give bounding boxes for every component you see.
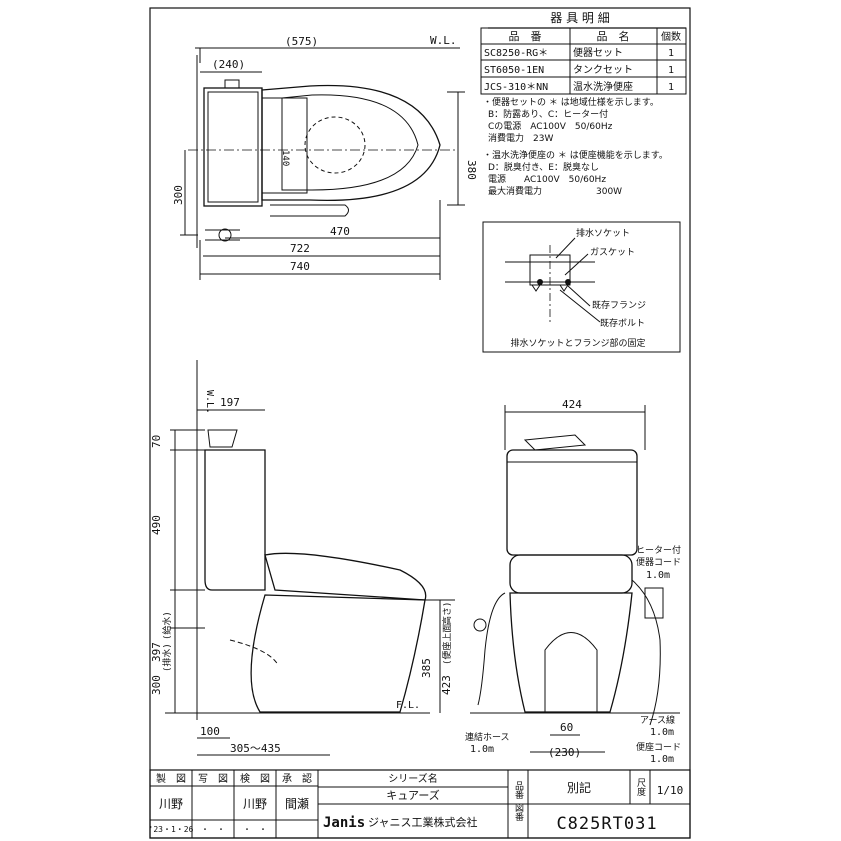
tb-date-blank: ・ ・ bbox=[243, 825, 267, 834]
dim-397: 397 bbox=[150, 642, 163, 662]
parts-header-name: 品 名 bbox=[597, 29, 630, 43]
parts-row-name: タンクセット bbox=[573, 64, 633, 76]
dim-300: 300 bbox=[172, 185, 185, 205]
parts-row-name: 便器セット bbox=[573, 46, 623, 59]
parts-row-code: JCS-310＊NN bbox=[484, 82, 548, 93]
tb-scale-value: 1/10 bbox=[657, 784, 684, 797]
tb-header-check: 検 図 bbox=[240, 772, 270, 785]
note-line: ・温水洗浄便座の ＊ は便座機能を示します。 bbox=[483, 149, 668, 161]
flange-detail: 排水ソケット ガスケット 既存フランジ 既存ボルト 排水ソケットとフランジ部の固… bbox=[482, 221, 681, 353]
dim-300-note: (排水) bbox=[161, 643, 173, 672]
earth-wire-label: アース線 bbox=[640, 714, 675, 726]
tb-hinban-label: 品番 bbox=[513, 781, 524, 799]
detail-caption: 排水ソケットとフランジ部の固定 bbox=[510, 337, 645, 349]
tb-series-label: シリーズ名 bbox=[388, 772, 438, 785]
seat-cord-length: 1.0m bbox=[650, 754, 674, 765]
tb-header-draw: 製 図 bbox=[156, 772, 186, 785]
detail-label-socket: 排水ソケット bbox=[576, 227, 630, 239]
parts-table-title: 器 具 明 細 bbox=[550, 11, 609, 25]
tb-header-trace: 写 図 bbox=[198, 773, 228, 785]
parts-row-qty: 1 bbox=[668, 48, 674, 59]
dim-140: 140 bbox=[280, 150, 290, 166]
tb-header-approve: 承 認 bbox=[282, 772, 312, 785]
parts-row-code: SC8250-RG＊ bbox=[484, 48, 548, 59]
front-view: 424 60 (230) ヒーター付 便器コード 1.0m アース線 1.0m … bbox=[465, 398, 681, 765]
earth-wire-length: 1.0m bbox=[650, 727, 674, 738]
tb-hinban-value: 別記 bbox=[567, 780, 591, 795]
dim-423-note-2: 高さ) bbox=[441, 602, 453, 625]
dim-230: (230) bbox=[548, 746, 581, 759]
parts-header-qty: 個数 bbox=[661, 30, 681, 43]
tb-zuban-label: 図番 bbox=[513, 803, 524, 821]
note-line: Cの電源 AC100V 50/60Hz bbox=[488, 121, 613, 132]
dim-300: 300 bbox=[150, 675, 163, 695]
tb-date: '23・1・26 bbox=[149, 825, 194, 834]
plan-wl-label: W.L. bbox=[430, 34, 457, 47]
dim-423: 423 bbox=[440, 675, 453, 695]
dim-740: 740 bbox=[290, 260, 310, 273]
dim-424: 424 bbox=[562, 398, 582, 411]
seat-cord-label: 便座コード bbox=[636, 741, 681, 753]
heater-cord-length: 1.0m bbox=[646, 570, 670, 581]
parts-row-qty: 1 bbox=[668, 82, 674, 93]
dim-380: 380 bbox=[465, 160, 478, 180]
note-line: B：防露あり、C：ヒーター付 bbox=[488, 108, 608, 120]
side-view: W.L. 197 F.L. 70 490 397 (給水) 300 (排水) 3… bbox=[150, 360, 455, 756]
detail-label-gasket: ガスケット bbox=[590, 247, 635, 258]
parts-header-code: 品 番 bbox=[509, 30, 542, 43]
plan-view: W.L. (575) (240) 380 300 bbox=[172, 34, 478, 280]
tb-name-draw: 川野 bbox=[159, 797, 183, 811]
parts-row-code: ST6050-1EN bbox=[484, 65, 544, 76]
note-line: D：脱臭付き、E：脱臭なし bbox=[488, 161, 599, 173]
company-logo: Janis bbox=[323, 815, 365, 831]
dim-423-note: (便座上面 bbox=[441, 624, 453, 665]
hose-label: 連結ホース bbox=[465, 731, 510, 743]
hose-length: 1.0m bbox=[470, 744, 494, 755]
tb-scale-label: 尺度 bbox=[635, 778, 646, 797]
company-name: ジャニス工業株式会社 bbox=[368, 815, 477, 829]
dim-385: 385 bbox=[420, 658, 433, 678]
dim-305-435: 305～435 bbox=[230, 742, 281, 755]
dim-60: 60 bbox=[560, 721, 573, 734]
dim-197: 197 bbox=[220, 396, 240, 409]
note-line: 最大消費電力 300W bbox=[488, 185, 622, 197]
detail-label-bolt: 既存ボルト bbox=[600, 317, 645, 329]
parts-table: 器 具 明 細 品 番 品 名 個数 SC8250-RG＊ 便器セット 1 ST… bbox=[480, 11, 687, 95]
detail-label-flange: 既存フランジ bbox=[592, 299, 646, 311]
dim-470: 470 bbox=[330, 225, 350, 238]
side-fl-label: F.L. bbox=[396, 700, 420, 711]
side-wl-label: W.L. bbox=[204, 390, 215, 414]
tb-series-value: キュアーズ bbox=[386, 788, 440, 802]
heater-cord-label: ヒーター付 bbox=[636, 545, 681, 556]
tb-zuban-value: C825RT031 bbox=[556, 814, 657, 834]
note-line: 消費電力 23W bbox=[488, 132, 553, 144]
parts-row-name: 温水洗浄便座 bbox=[573, 80, 633, 93]
dim-722: 722 bbox=[290, 242, 310, 255]
dim-100: 100 bbox=[200, 725, 220, 738]
heater-cord-label: 便器コード bbox=[636, 556, 681, 568]
dim-397-note: (給水) bbox=[161, 611, 173, 640]
dim-490: 490 bbox=[150, 515, 163, 535]
tb-name-check: 川野 bbox=[243, 797, 267, 811]
dim-575: (575) bbox=[285, 35, 318, 48]
tb-name-approve: 間瀬 bbox=[285, 797, 309, 811]
note-line: ・便器セットの ＊ は地域仕様を示します。 bbox=[483, 96, 659, 108]
parts-row-qty: 1 bbox=[668, 65, 674, 76]
dim-240: (240) bbox=[212, 58, 245, 71]
tb-date-blank: ・ ・ bbox=[201, 825, 225, 834]
note-line: 電源 AC100V 50/60Hz bbox=[488, 174, 606, 185]
spec-notes: ・便器セットの ＊ は地域仕様を示します。 B：防露あり、C：ヒーター付 Cの電… bbox=[483, 96, 668, 197]
dim-70: 70 bbox=[150, 435, 163, 448]
title-block: 製 図 写 図 検 図 承 認 川野 川野 間瀬 '23・1・26 ・ ・ ・ … bbox=[149, 769, 691, 839]
